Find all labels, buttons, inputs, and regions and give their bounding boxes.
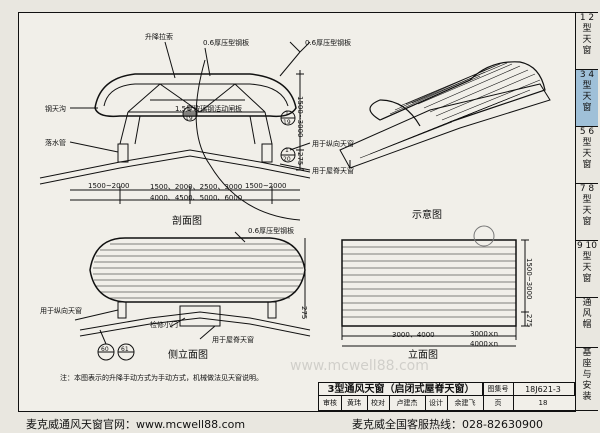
page-label: 页 <box>483 396 514 410</box>
footer-website: 麦克威通风天窗官网：www.mcwell88.com <box>26 418 246 431</box>
tab-type-9-10[interactable]: 9 10 型天窗 <box>576 240 598 298</box>
label-longitudinal: 用于纵向天窗 <box>312 140 354 148</box>
tab-label: 型天窗 <box>582 81 592 113</box>
label-glass-panel: 1.5厚玻璃钢活动闸板 <box>175 105 243 113</box>
tab-type-7-8[interactable]: 7 8 型天窗 <box>576 183 598 241</box>
dim-lengths: 4000、4500、5000、6000 <box>150 194 243 202</box>
tab-label: 型天窗 <box>582 138 592 170</box>
label-hatch: 检修小门 <box>150 321 178 329</box>
tab-number: 9 10 <box>576 241 598 251</box>
dim-elev-height: 1500~3000 <box>525 258 533 300</box>
label-ridge: 用于屋脊天窗 <box>312 167 354 175</box>
tab-label: 型天窗 <box>582 195 592 227</box>
callout-3-bottom: 20 <box>283 156 291 163</box>
review-name: 黄玮 <box>341 396 368 410</box>
dim-left: 1500~2000 <box>88 182 130 190</box>
dim-height: 1500~3000 <box>296 96 304 138</box>
check-name: 卢建杰 <box>389 396 426 410</box>
label-steel-sheet: 0.6厚压型钢板 <box>203 39 250 47</box>
atlas-code-label: 图集号 <box>482 382 514 396</box>
review-label: 审核 <box>319 396 342 410</box>
dim-right: 1500~2000 <box>245 182 287 190</box>
tab-label: 型天窗 <box>582 252 592 284</box>
page-number: 18 <box>538 399 548 407</box>
tab-type-3-4[interactable]: 3 4 型天窗 <box>576 69 598 127</box>
dim-widths: 1500、2000、2500、3000 <box>150 183 243 191</box>
label-gutter: 钢天沟 <box>45 105 66 113</box>
watermark: www.mcwell88.com <box>290 358 429 374</box>
design-label: 设计 <box>425 396 448 410</box>
callout-2-top: 1 <box>285 110 289 117</box>
tab-number: 1 2 <box>579 13 595 23</box>
label-side-steel: 0.6厚压型钢板 <box>248 227 295 235</box>
tab-label: 基座与安装 <box>582 348 592 402</box>
approval-row: 审核 黄玮 校对 卢建杰 设计 余建飞 页 18 <box>318 395 576 411</box>
label-side-longitudinal: 用于纵向天窗 <box>40 307 82 315</box>
tab-label: 型天窗 <box>582 24 592 56</box>
dim-elev-275: 275 <box>525 314 533 328</box>
callout-61: 61 <box>121 346 129 353</box>
footer: 麦克威通风天窗官网：www.mcwell88.com 麦克威全国客服热线：028… <box>0 412 600 433</box>
dim-side-275: 275 <box>300 306 308 320</box>
label-lift-rod: 升降拉索 <box>145 33 173 41</box>
label-drain: 落水管 <box>45 139 66 147</box>
section-caption: 剖面图 <box>172 216 202 227</box>
label-side-ridge: 用于屋脊天窗 <box>212 336 254 344</box>
dim-elev-3000n: 3000×n <box>470 330 499 338</box>
callout-60: 60 <box>101 346 109 353</box>
tab-type-1-2[interactable]: 1 2 型天窗 <box>576 12 598 70</box>
drawing-note: 注：本图表示的升降手动方式为手动方式，机械做法见天窗说明。 <box>60 374 263 382</box>
tab-label: 通风帽 <box>582 298 592 330</box>
tab-number: 3 4 <box>579 70 595 80</box>
dim-elev-4000n: 4000×n <box>470 340 499 348</box>
schematic-caption: 示意图 <box>412 210 442 221</box>
elevation-caption: 立面图 <box>408 350 438 361</box>
callout-1-top: 1 <box>187 106 191 113</box>
category-sidebar: 1 2 型天窗 3 4 型天窗 5 6 型天窗 7 8 型天窗 9 10 型天窗… <box>576 12 598 411</box>
footer-hotline: 麦克威全国客服热线：028-82630900 <box>352 418 543 431</box>
tab-number: 5 6 <box>579 127 595 137</box>
callout-2-bottom: 19 <box>283 119 291 126</box>
callout-1-bottom: 19 <box>185 115 193 122</box>
callout-3-top: 1 <box>285 147 289 154</box>
design-name: 余建飞 <box>447 396 484 410</box>
atlas-code: 18J621-3 <box>512 382 575 396</box>
tab-type-5-6[interactable]: 5 6 型天窗 <box>576 126 598 184</box>
tab-base-install[interactable]: 基座与安装 <box>576 347 598 411</box>
side-elevation-caption: 侧立面图 <box>168 350 208 361</box>
drawing-title: 3型通风天窗（启闭式屋脊天窗） <box>318 382 484 396</box>
dim-275: 275 <box>296 152 304 166</box>
dim-elev-unit: 3000、4000 <box>392 331 435 339</box>
label-steel-sheet-2: 0.6厚压型钢板 <box>305 39 352 47</box>
check-label: 校对 <box>367 396 390 410</box>
title-block: 3型通风天窗（启闭式屋脊天窗） 图集号 18J621-3 审核 黄玮 校对 卢建… <box>318 382 576 411</box>
tab-number: 7 8 <box>579 184 595 194</box>
tab-vent-cap[interactable]: 通风帽 <box>576 297 598 348</box>
